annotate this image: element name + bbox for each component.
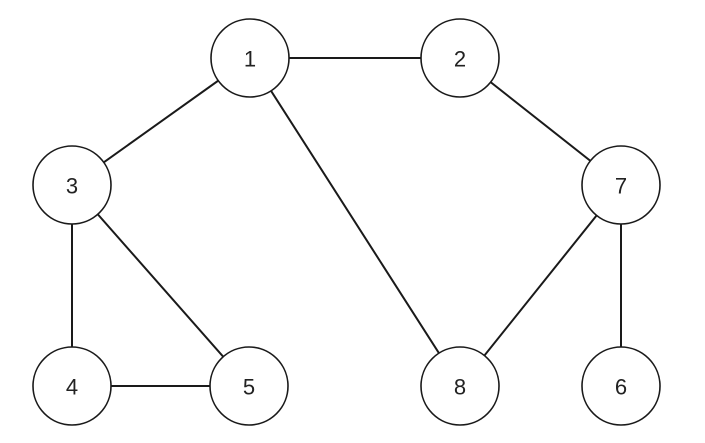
node-label: 8	[454, 375, 466, 400]
edge-1-8	[249, 57, 461, 387]
node-8: 8	[420, 346, 500, 426]
node-1: 1	[210, 18, 290, 98]
node-circle	[32, 145, 112, 225]
node-label: 3	[66, 174, 78, 199]
node-2: 2	[420, 18, 500, 98]
node-label: 1	[244, 47, 256, 72]
node-label: 7	[615, 174, 627, 199]
node-circle	[209, 346, 289, 426]
node-label: 4	[66, 375, 78, 400]
node-circle	[581, 145, 661, 225]
node-3: 3	[32, 145, 112, 225]
node-circle	[581, 346, 661, 426]
edge-3-5	[71, 184, 250, 387]
node-label: 5	[243, 375, 255, 400]
node-label: 2	[454, 47, 466, 72]
node-5: 5	[209, 346, 289, 426]
node-circle	[32, 346, 112, 426]
node-4: 4	[32, 346, 112, 426]
node-circle	[420, 346, 500, 426]
node-label: 6	[615, 375, 627, 400]
node-circle	[210, 18, 290, 98]
edges-layer	[71, 57, 622, 387]
edge-7-8	[459, 184, 622, 387]
node-7: 7	[581, 145, 661, 225]
node-6: 6	[581, 346, 661, 426]
node-circle	[420, 18, 500, 98]
nodes-layer: 1 2 3 4 5 6 7 8	[32, 18, 661, 426]
